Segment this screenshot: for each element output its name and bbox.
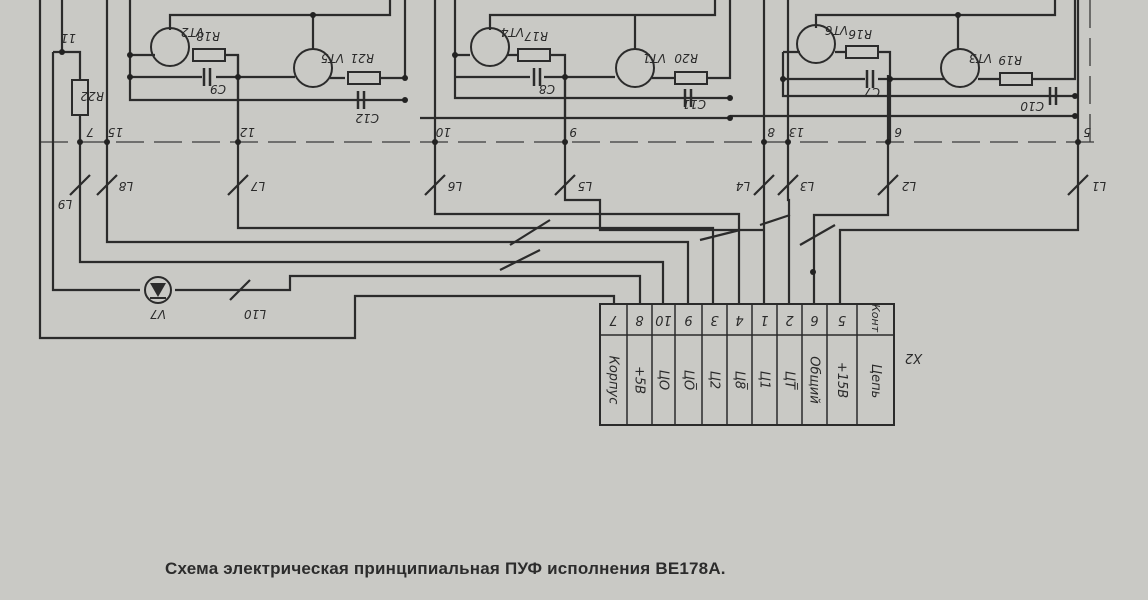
circuit-name: Ц1 bbox=[757, 371, 772, 389]
wire-label: L1 bbox=[1092, 179, 1106, 193]
circuit-name: Ц2 bbox=[707, 371, 722, 389]
junction-dots bbox=[59, 12, 1081, 275]
contact-number: 1 bbox=[760, 312, 768, 327]
block-3: VT6 R16 C7 VT3 R19 C10 bbox=[730, 0, 1077, 142]
wire-label: L5 bbox=[578, 179, 592, 193]
r-label: R16 bbox=[848, 27, 872, 41]
c-label: C9 bbox=[210, 82, 226, 96]
contact-number: 9 bbox=[684, 312, 692, 327]
r-label: R18 bbox=[196, 29, 220, 43]
connector-name: X2 bbox=[905, 350, 923, 365]
contact-number: 5 bbox=[838, 312, 846, 327]
wire-label: L10 bbox=[244, 307, 266, 321]
contact-number: 4 bbox=[735, 312, 743, 327]
pin-label: 11 bbox=[61, 31, 76, 45]
pin-label: 13 bbox=[789, 125, 804, 139]
c-label: C10 bbox=[1020, 99, 1044, 113]
wire-marks: L1 L2 L3 L4 L5 L6 L7 L8 L9 L10 bbox=[58, 174, 1106, 321]
table-border bbox=[599, 303, 895, 426]
c-label: C11 bbox=[682, 97, 706, 111]
pin-label: 15 bbox=[108, 125, 123, 139]
contact-number: 2 bbox=[785, 312, 793, 327]
circuit-name: ЦТ̅ bbox=[782, 371, 798, 391]
wire-label: L8 bbox=[118, 179, 133, 193]
pin-label: 7 bbox=[86, 125, 94, 139]
vt-label: VT1 bbox=[643, 51, 666, 65]
circuit-name: Ц8̅ bbox=[732, 371, 748, 391]
circuit-name: +15В bbox=[834, 362, 849, 398]
wire-label: L4 bbox=[736, 179, 750, 193]
pin-label: 9 bbox=[569, 125, 577, 139]
contact-number: 6 bbox=[810, 312, 818, 327]
r-label: R19 bbox=[998, 53, 1022, 67]
wire-label: L9 bbox=[58, 197, 72, 211]
block-1: VT2 R18 C9 VT5 R21 C12 bbox=[128, 0, 407, 142]
vt-label: VT5 bbox=[321, 51, 344, 65]
r22-label: R22 bbox=[80, 89, 104, 103]
r-label: R21 bbox=[350, 51, 374, 65]
wire-label: L6 bbox=[447, 179, 462, 193]
diagram-caption: Схема электрическая принципиальная ПУФ и… bbox=[165, 559, 726, 578]
vt-label: VT6 bbox=[824, 23, 848, 37]
wire-label: L2 bbox=[902, 179, 916, 193]
contact-number: 3 bbox=[710, 312, 718, 327]
r-label: R17 bbox=[524, 29, 548, 43]
led-label: V7 bbox=[150, 307, 166, 321]
c-label: C7 bbox=[864, 85, 880, 99]
circuit-name: ЦО̅ bbox=[681, 370, 697, 391]
r-label: R20 bbox=[674, 51, 698, 65]
contact-number: 7 bbox=[609, 312, 618, 327]
circuit-name: +5В bbox=[632, 366, 647, 394]
pin-label: 12 bbox=[240, 125, 255, 139]
pin-labels: 11 7 15 12 10 9 8 13 6 5 bbox=[61, 31, 1091, 139]
block-2: VT4 R17 C8 VT1 R20 C11 bbox=[420, 0, 732, 142]
c-label: C12 bbox=[355, 111, 379, 125]
vt-label: VT4 bbox=[501, 25, 524, 39]
circuit-name: Корпус bbox=[606, 356, 621, 405]
header-circuit: Цепь bbox=[868, 364, 883, 398]
vt-label: VT2 bbox=[181, 25, 204, 39]
led-v7 bbox=[144, 276, 172, 304]
connector-x2-table: 5+15В6Общий2ЦТ̅1Ц14Ц8̅3Ц29ЦО̅10ЦО8+5В7Ко… bbox=[599, 303, 923, 426]
resistor-r22 bbox=[71, 79, 89, 116]
vt-label: VT3 bbox=[969, 51, 992, 65]
c-label: C8 bbox=[539, 82, 555, 96]
wire-label: L3 bbox=[800, 179, 814, 193]
contact-number: 10 bbox=[655, 312, 672, 327]
circuit-name: ЦО bbox=[656, 370, 671, 390]
pin-label: 6 bbox=[894, 125, 902, 139]
header-contact: Конт bbox=[869, 304, 882, 333]
wire-label: L7 bbox=[250, 179, 265, 193]
pin-label: 10 bbox=[435, 125, 451, 139]
pin-label: 5 bbox=[1083, 125, 1091, 139]
contact-number: 8 bbox=[635, 312, 643, 327]
pin-label: 8 bbox=[767, 125, 775, 139]
circuit-name: Общий bbox=[807, 356, 822, 403]
